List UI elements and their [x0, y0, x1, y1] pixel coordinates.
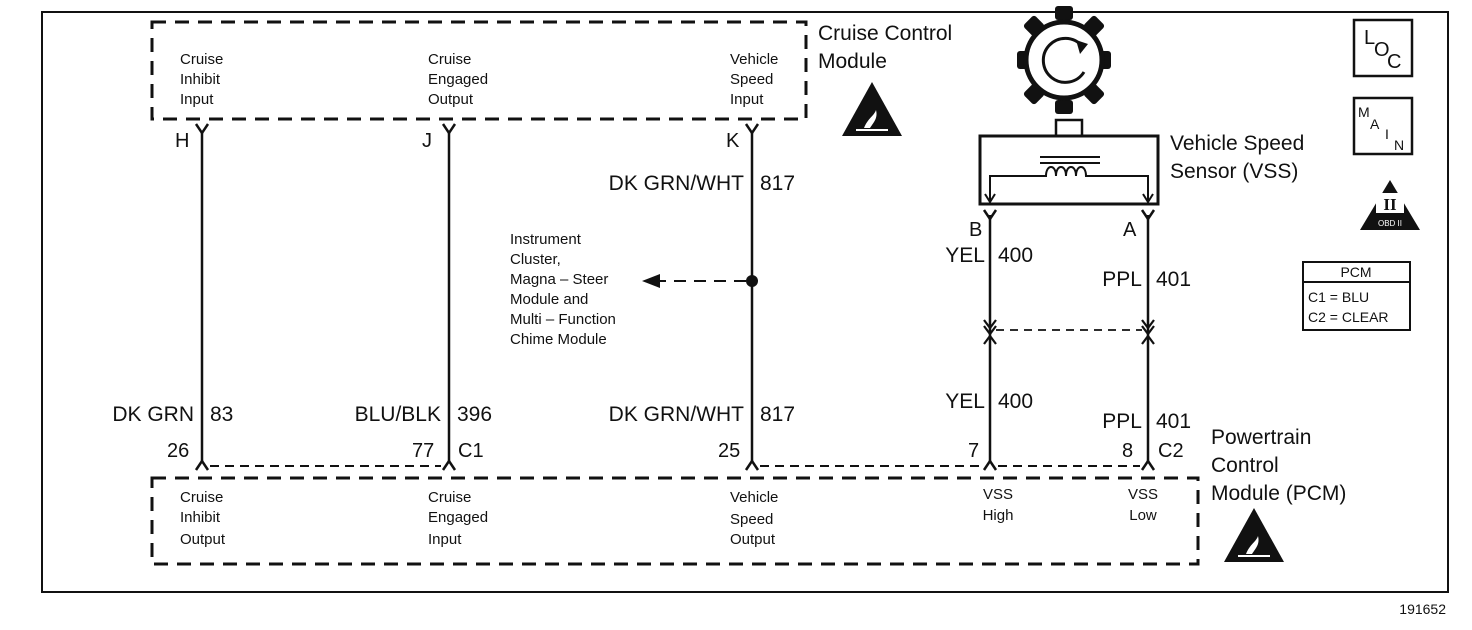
diagram-border	[41, 11, 1449, 593]
loc-icon: L O C	[1352, 18, 1414, 78]
pcm-pin-7: 7	[968, 440, 979, 462]
vss-shaft	[1054, 118, 1084, 138]
wire-color-dkgrnwht-top: DK GRN/WHT	[609, 172, 744, 195]
cruise-module-title-2: Module	[818, 50, 887, 73]
wire-color-yel-bot: YEL	[945, 390, 985, 413]
pcm-label-vss-high-2: High	[983, 507, 1014, 524]
pcm-pin-25: 25	[718, 440, 740, 462]
pcm-pin-77: 77	[412, 440, 434, 462]
pin-k: K	[726, 130, 740, 152]
pcm-pin-8: 8	[1122, 440, 1133, 462]
wire-color-blublk: BLU/BLK	[355, 403, 441, 426]
splice-note-5: Multi – Function	[510, 311, 616, 328]
vehicle-speed-input-label-2: Speed	[730, 71, 773, 88]
pcm-box	[150, 476, 1200, 566]
inline-connector	[983, 319, 1155, 345]
vehicle-speed-input-label-1: Vehicle	[730, 51, 778, 68]
vss-connector-chevrons	[982, 209, 1156, 222]
main-icon: M A I N	[1352, 96, 1414, 156]
splice-arrow-icon	[642, 274, 660, 288]
svg-text:A: A	[1370, 116, 1380, 132]
pcm-label-cruise-inhibit-1: Cruise	[180, 489, 223, 506]
wire-circuit-400-top: 400	[998, 244, 1033, 267]
wire-circuit-401-bot: 401	[1156, 410, 1191, 433]
wire-circuit-400-bot: 400	[998, 390, 1033, 413]
pcm-label-vehicle-speed-3: Output	[730, 531, 776, 548]
pcm-label-vss-high-1: VSS	[983, 486, 1013, 503]
splice-note-1: Instrument	[510, 231, 582, 248]
wire-color-ppl-bot: PPL	[1102, 410, 1142, 433]
splice-note-4: Module and	[510, 291, 588, 308]
wire-circuit-396: 396	[457, 403, 492, 426]
pcm-label-cruise-engaged-1: Cruise	[428, 489, 471, 506]
svg-text:OBD II: OBD II	[1378, 219, 1402, 228]
svg-text:I: I	[1385, 126, 1389, 142]
pcm-connector-c1: C1	[458, 440, 484, 462]
vss-title: Vehicle Speed	[1170, 132, 1304, 155]
pcm-label-cruise-inhibit-2: Inhibit	[180, 509, 221, 526]
vss-pin-a: A	[1123, 219, 1137, 241]
esd-warning-icon	[841, 81, 903, 137]
pcm-title: Powertrain	[1211, 426, 1311, 449]
splice-note-6: Chime Module	[510, 331, 607, 348]
legend-title: PCM	[1340, 264, 1371, 280]
svg-text:O: O	[1374, 39, 1390, 61]
obd-ii-icon: II OBD II	[1360, 180, 1420, 230]
pin-h: H	[175, 130, 189, 152]
pcm-esd-warning-icon	[1223, 507, 1285, 563]
pcm-title-3: Module (PCM)	[1211, 482, 1346, 505]
splice-note-2: Cluster,	[510, 251, 561, 268]
pcm-label-cruise-inhibit-3: Output	[180, 531, 226, 548]
cruise-engaged-output-label-3: Output	[428, 91, 474, 108]
pcm-label-vss-low-2: Low	[1129, 507, 1157, 524]
pcm-connector-legend: PCM C1 = BLU C2 = CLEAR	[1302, 261, 1411, 331]
svg-text:M: M	[1358, 104, 1370, 120]
wire-color-dkgrnwht-bot: DK GRN/WHT	[609, 403, 744, 426]
cruise-inhibit-input-label-3: Input	[180, 91, 214, 108]
cruise-module-title: Cruise Control	[818, 22, 952, 45]
wire-circuit-817-top: 817	[760, 172, 795, 195]
pcm-label-cruise-engaged-3: Input	[428, 531, 462, 548]
vehicle-speed-input-label-3: Input	[730, 91, 764, 108]
legend-c2: C2 = CLEAR	[1308, 309, 1389, 325]
cruise-engaged-output-label-1: Cruise	[428, 51, 471, 68]
wire-lines	[200, 133, 1150, 462]
svg-text:L: L	[1364, 27, 1375, 49]
pcm-title-2: Control	[1211, 454, 1279, 477]
module-connector-chevrons	[194, 123, 760, 136]
figure-number: 191652	[1399, 601, 1446, 617]
pcm-label-cruise-engaged-2: Engaged	[428, 509, 488, 526]
pcm-label-vehicle-speed-2: Speed	[730, 511, 773, 528]
pin-j: J	[422, 130, 432, 152]
wire-color-dkgrn: DK GRN	[112, 403, 194, 426]
wire-color-yel-top: YEL	[945, 244, 985, 267]
legend-c1: C1 = BLU	[1308, 289, 1369, 305]
wire-circuit-401-top: 401	[1156, 268, 1191, 291]
vss-coil-icon	[984, 156, 1154, 204]
wire-color-ppl-top: PPL	[1102, 268, 1142, 291]
wire-circuit-817-bot: 817	[760, 403, 795, 426]
vss-reluctor-icon	[1017, 6, 1111, 114]
pcm-pin-26: 26	[167, 440, 189, 462]
svg-text:C: C	[1387, 51, 1401, 73]
svg-text:II: II	[1383, 195, 1397, 214]
vss-pin-b: B	[969, 219, 982, 241]
cruise-inhibit-input-label-1: Cruise	[180, 51, 223, 68]
vss-title-2: Sensor (VSS)	[1170, 160, 1298, 183]
svg-text:N: N	[1394, 137, 1404, 153]
pcm-label-vss-low-1: VSS	[1128, 486, 1158, 503]
splice-point	[746, 275, 758, 287]
cruise-module-box	[150, 20, 808, 121]
vss-box	[978, 134, 1160, 206]
pcm-connector-c2: C2	[1158, 440, 1184, 462]
cruise-inhibit-input-label-2: Inhibit	[180, 71, 221, 88]
pcm-connector-chevrons	[194, 458, 1156, 471]
splice-note-3: Magna – Steer	[510, 271, 608, 288]
wire-circuit-83: 83	[210, 403, 233, 426]
cruise-engaged-output-label-2: Engaged	[428, 71, 488, 88]
pcm-label-vehicle-speed-1: Vehicle	[730, 489, 778, 506]
